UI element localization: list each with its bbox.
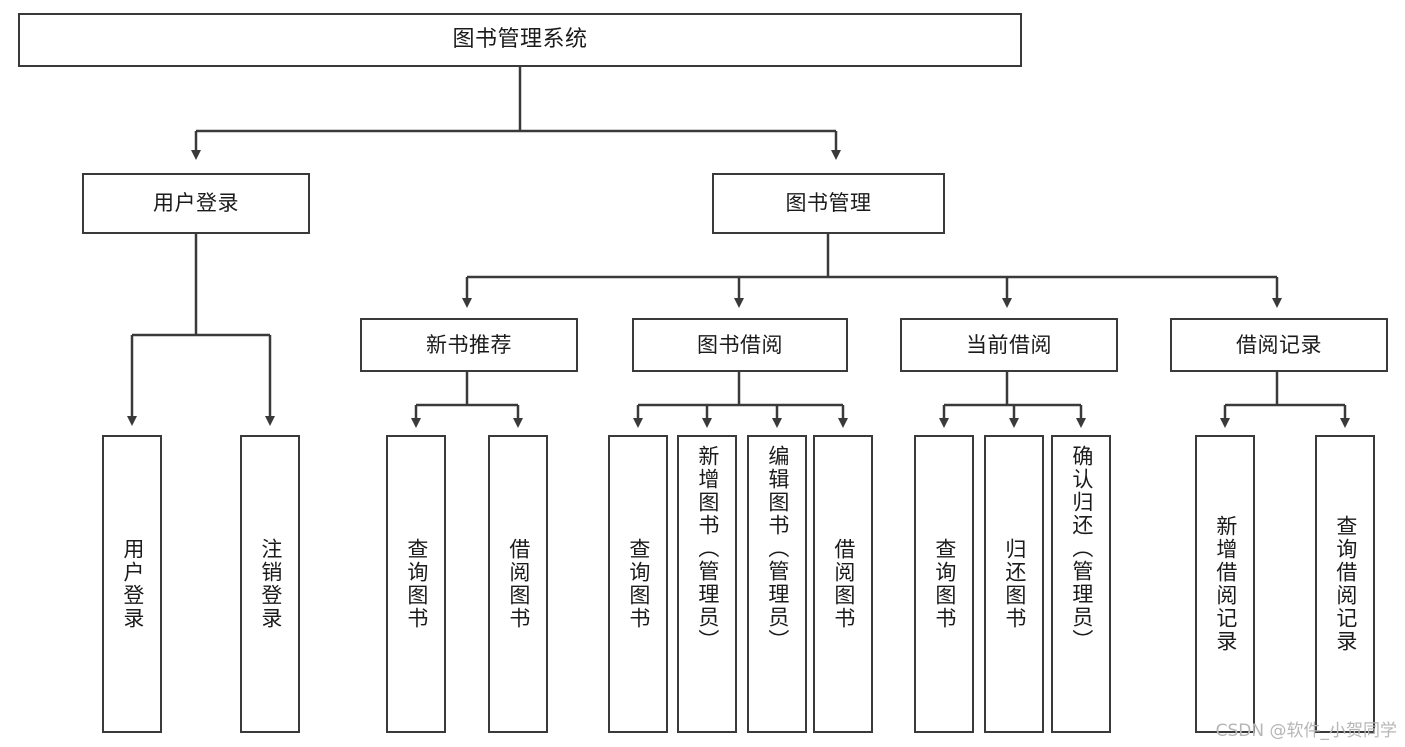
node-label: 图书管理系统 (452, 27, 588, 53)
leaf-borrow-borrow-book[interactable]: 借阅图书 (813, 435, 873, 733)
node-label: 归还图书 (1002, 538, 1027, 630)
node-label: 编辑图书（管理员） (765, 445, 790, 652)
node-label: 确认归还（管理员） (1069, 445, 1094, 652)
node-label: 图书管理 (785, 191, 872, 216)
node-label: 借阅图书 (831, 538, 856, 630)
node-borrow-record[interactable]: 借阅记录 (1170, 318, 1388, 372)
node-book-management[interactable]: 图书管理 (712, 173, 945, 234)
node-new-book-recommend[interactable]: 新书推荐 (360, 318, 578, 372)
node-label: 借阅记录 (1236, 332, 1322, 357)
watermark: CSDN @软件_小贺同学 (1215, 721, 1397, 741)
leaf-record-query-record[interactable]: 查询借阅记录 (1315, 435, 1375, 733)
leaf-current-return-book[interactable]: 归还图书 (984, 435, 1044, 733)
leaf-recommend-borrow-book[interactable]: 借阅图书 (488, 435, 548, 733)
node-root-book-management-system[interactable]: 图书管理系统 (18, 13, 1022, 67)
leaf-borrow-add-book-admin[interactable]: 新增图书（管理员） (677, 435, 737, 733)
node-label: 新书推荐 (426, 332, 512, 357)
leaf-current-query-book[interactable]: 查询图书 (914, 435, 974, 733)
leaf-user-login-logout[interactable]: 注销登录 (240, 435, 300, 733)
node-label: 注销登录 (258, 538, 283, 630)
node-label: 查询图书 (404, 538, 429, 630)
node-current-borrow[interactable]: 当前借阅 (900, 318, 1118, 372)
leaf-borrow-query-book[interactable]: 查询图书 (608, 435, 668, 733)
node-label: 新增图书（管理员） (695, 445, 720, 652)
leaf-recommend-query-book[interactable]: 查询图书 (386, 435, 446, 733)
leaf-record-add-record[interactable]: 新增借阅记录 (1195, 435, 1255, 733)
node-label: 查询图书 (932, 538, 957, 630)
leaf-user-login-signin[interactable]: 用户登录 (102, 435, 162, 733)
node-label: 图书借阅 (697, 332, 783, 357)
node-label: 查询借阅记录 (1333, 515, 1358, 653)
node-label: 借阅图书 (506, 538, 531, 630)
node-label: 当前借阅 (966, 332, 1052, 357)
leaf-borrow-edit-book-admin[interactable]: 编辑图书（管理员） (747, 435, 807, 733)
leaf-current-confirm-return-admin[interactable]: 确认归还（管理员） (1051, 435, 1111, 733)
node-label: 用户登录 (120, 538, 145, 630)
node-label: 新增借阅记录 (1213, 515, 1238, 653)
node-label: 查询图书 (626, 538, 651, 630)
node-label: 用户登录 (153, 191, 239, 216)
node-user-login[interactable]: 用户登录 (82, 173, 310, 234)
node-book-borrow[interactable]: 图书借阅 (632, 318, 848, 372)
